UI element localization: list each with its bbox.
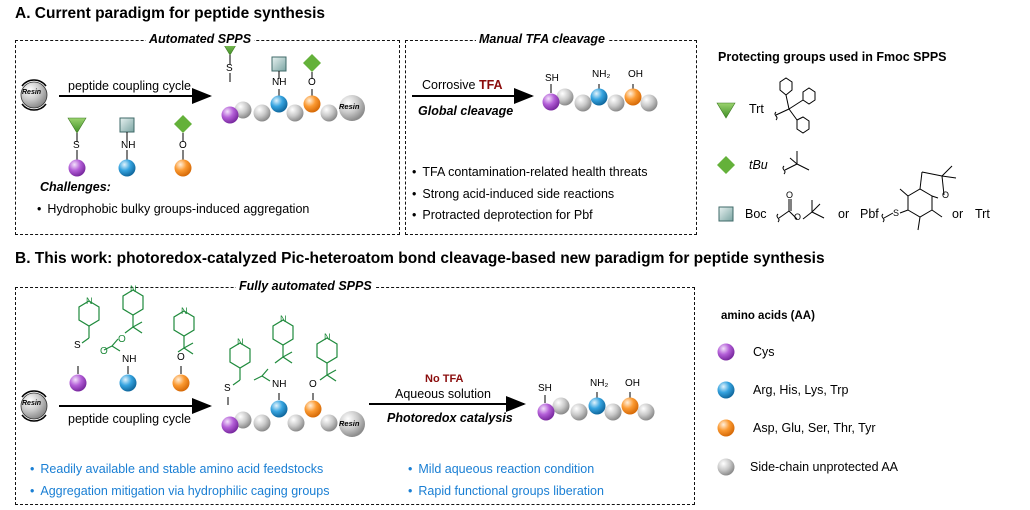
legend-bead-unprotected — [717, 458, 735, 476]
fully-automated-label: Fully automated SPPS — [236, 279, 375, 293]
tfa-highlight: TFA — [478, 78, 503, 92]
tbu-structure-icon — [782, 151, 810, 175]
automated-spps-box: Automated SPPS — [15, 32, 400, 235]
protecting-groups-title: Protecting groups used in Fmoc SPPS — [718, 50, 947, 64]
global-cleavage-label: Global cleavage — [418, 104, 514, 118]
atom-sh-b: SH — [538, 383, 552, 394]
photoredox-label: Photoredox catalysis — [387, 411, 513, 425]
legend-label-cys: Cys — [753, 345, 775, 359]
issue-item: Strong acid-induced side reactions — [412, 187, 614, 201]
coupling-label-b: peptide coupling cycle — [68, 412, 191, 426]
protected-cys — [67, 117, 87, 177]
boc-structure-icon — [776, 199, 825, 223]
resin-label-b: Resin — [22, 400, 42, 407]
legend-bead-cys — [717, 343, 735, 361]
atom-nh2-b: NH₂ — [590, 378, 609, 389]
pic-n-3: N — [181, 306, 188, 316]
pg-or-1: or — [838, 207, 850, 221]
legend-label-unprotected: Side-chain unprotected AA — [750, 460, 899, 474]
atom-nh: NH — [121, 140, 136, 151]
advantage-item: Aggregation mitigation via hydrophilic c… — [30, 484, 329, 498]
atom-oh-a: OH — [628, 69, 643, 80]
pic-peptide-on-resin — [221, 319, 365, 437]
manual-tfa-label: Manual TFA cleavage — [476, 32, 608, 46]
chain-pic-n-1: N — [237, 337, 244, 347]
boc-atom-o: O — [794, 212, 802, 222]
chain-atom-nh-b: NH — [272, 379, 287, 390]
advantage-item: Rapid functional groups liberation — [408, 484, 604, 498]
pg-trt-label: Trt — [749, 102, 764, 116]
pic-protected-cys — [78, 300, 100, 344]
asp-bead — [172, 374, 190, 392]
free-atom-nh: NH — [122, 354, 137, 365]
pbf-atom-s: S — [893, 208, 900, 218]
atom-s: S — [73, 140, 80, 151]
pg-trt-alt: Trt — [975, 207, 990, 221]
pg-pbf-label: Pbf — [860, 207, 879, 221]
resin-cycle-icon — [20, 79, 48, 111]
pic-n-1: N — [86, 296, 93, 306]
resin-label-chain-a: Resin — [339, 102, 360, 111]
legend-label-acidic: Asp, Glu, Ser, Thr, Tyr — [753, 421, 876, 435]
issue-item: Protracted deprotection for Pbf — [412, 208, 592, 222]
pic-protected-asp — [173, 310, 195, 355]
legend-title: amino acids (AA) — [721, 310, 815, 322]
coupling-label-a: peptide coupling cycle — [68, 79, 191, 93]
fully-automated-box: Fully automated SPPS — [15, 279, 695, 505]
free-atom-s: S — [74, 340, 81, 351]
advantage-item: Mild aqueous reaction condition — [408, 462, 594, 476]
chain-pic-n-2: N — [280, 314, 287, 324]
boc-atom-o-carbonyl: O — [786, 190, 794, 200]
challenges-title: Challenges: — [40, 180, 111, 194]
free-atom-o-carbonyl: O — [100, 346, 108, 357]
deprotected-peptide-b — [537, 392, 655, 421]
arg-bead — [119, 374, 137, 392]
section-a-title: A. Current paradigm for peptide synthesi… — [15, 5, 326, 22]
chain-atom-o: O — [308, 77, 316, 88]
chain-atom-nh: NH — [272, 77, 287, 88]
pbf-structure-icon — [881, 165, 957, 231]
chain-atom-o-b: O — [309, 379, 317, 390]
aqueous-label: Aqueous solution — [395, 387, 491, 401]
manual-tfa-box: Manual TFA cleavage — [405, 32, 697, 235]
tbu-diamond-icon — [717, 156, 735, 174]
atom-o: O — [179, 140, 187, 151]
chain-atom-s: S — [226, 63, 233, 74]
free-atom-o: O — [177, 352, 185, 363]
pic-n-2: N — [130, 284, 137, 294]
reagent-label: Corrosive TFA — [422, 78, 503, 92]
automated-spps-label: Automated SPPS — [146, 32, 255, 46]
atom-oh-b: OH — [625, 378, 640, 389]
chain-atom-s-b: S — [224, 383, 231, 394]
atom-sh-a: SH — [545, 73, 559, 84]
pic-protected-arg — [103, 289, 144, 352]
trt-triangle-icon — [716, 102, 736, 119]
issue-item: TFA contamination-related health threats — [412, 165, 647, 179]
pg-tbu-label: tBu — [749, 158, 768, 172]
boc-square-icon — [718, 206, 734, 222]
resin-label-a: Resin — [22, 89, 42, 96]
pbf-atom-o: O — [942, 190, 950, 200]
section-b-title: B. This work: photoredox-catalyzed Pic-h… — [15, 250, 825, 267]
free-atom-o-carbamate: O — [118, 334, 126, 345]
atom-nh2-a: NH₂ — [592, 69, 611, 80]
advantage-item: Readily available and stable amino acid … — [30, 462, 323, 476]
challenge-item: Hydrophobic bulky groups-induced aggrega… — [37, 202, 309, 216]
protected-arg — [118, 117, 136, 177]
no-tfa-label: No TFA — [425, 373, 464, 385]
legend-bead-basic — [717, 381, 735, 399]
pg-boc-label: Boc — [745, 207, 767, 221]
resin-label-chain-b: Resin — [339, 419, 360, 428]
legend-bead-acidic — [717, 419, 735, 437]
trt-structure-icon — [774, 77, 816, 134]
deprotected-peptide-a — [542, 84, 658, 112]
chain-pic-n-3: N — [324, 332, 331, 342]
reagent-prefix: Corrosive — [422, 78, 479, 92]
cys-bead — [69, 374, 87, 392]
legend-label-basic: Arg, His, Lys, Trp — [753, 383, 849, 397]
protected-asp — [174, 115, 192, 177]
resin-cycle-icon-b — [20, 390, 48, 422]
pg-or-2: or — [952, 207, 964, 221]
